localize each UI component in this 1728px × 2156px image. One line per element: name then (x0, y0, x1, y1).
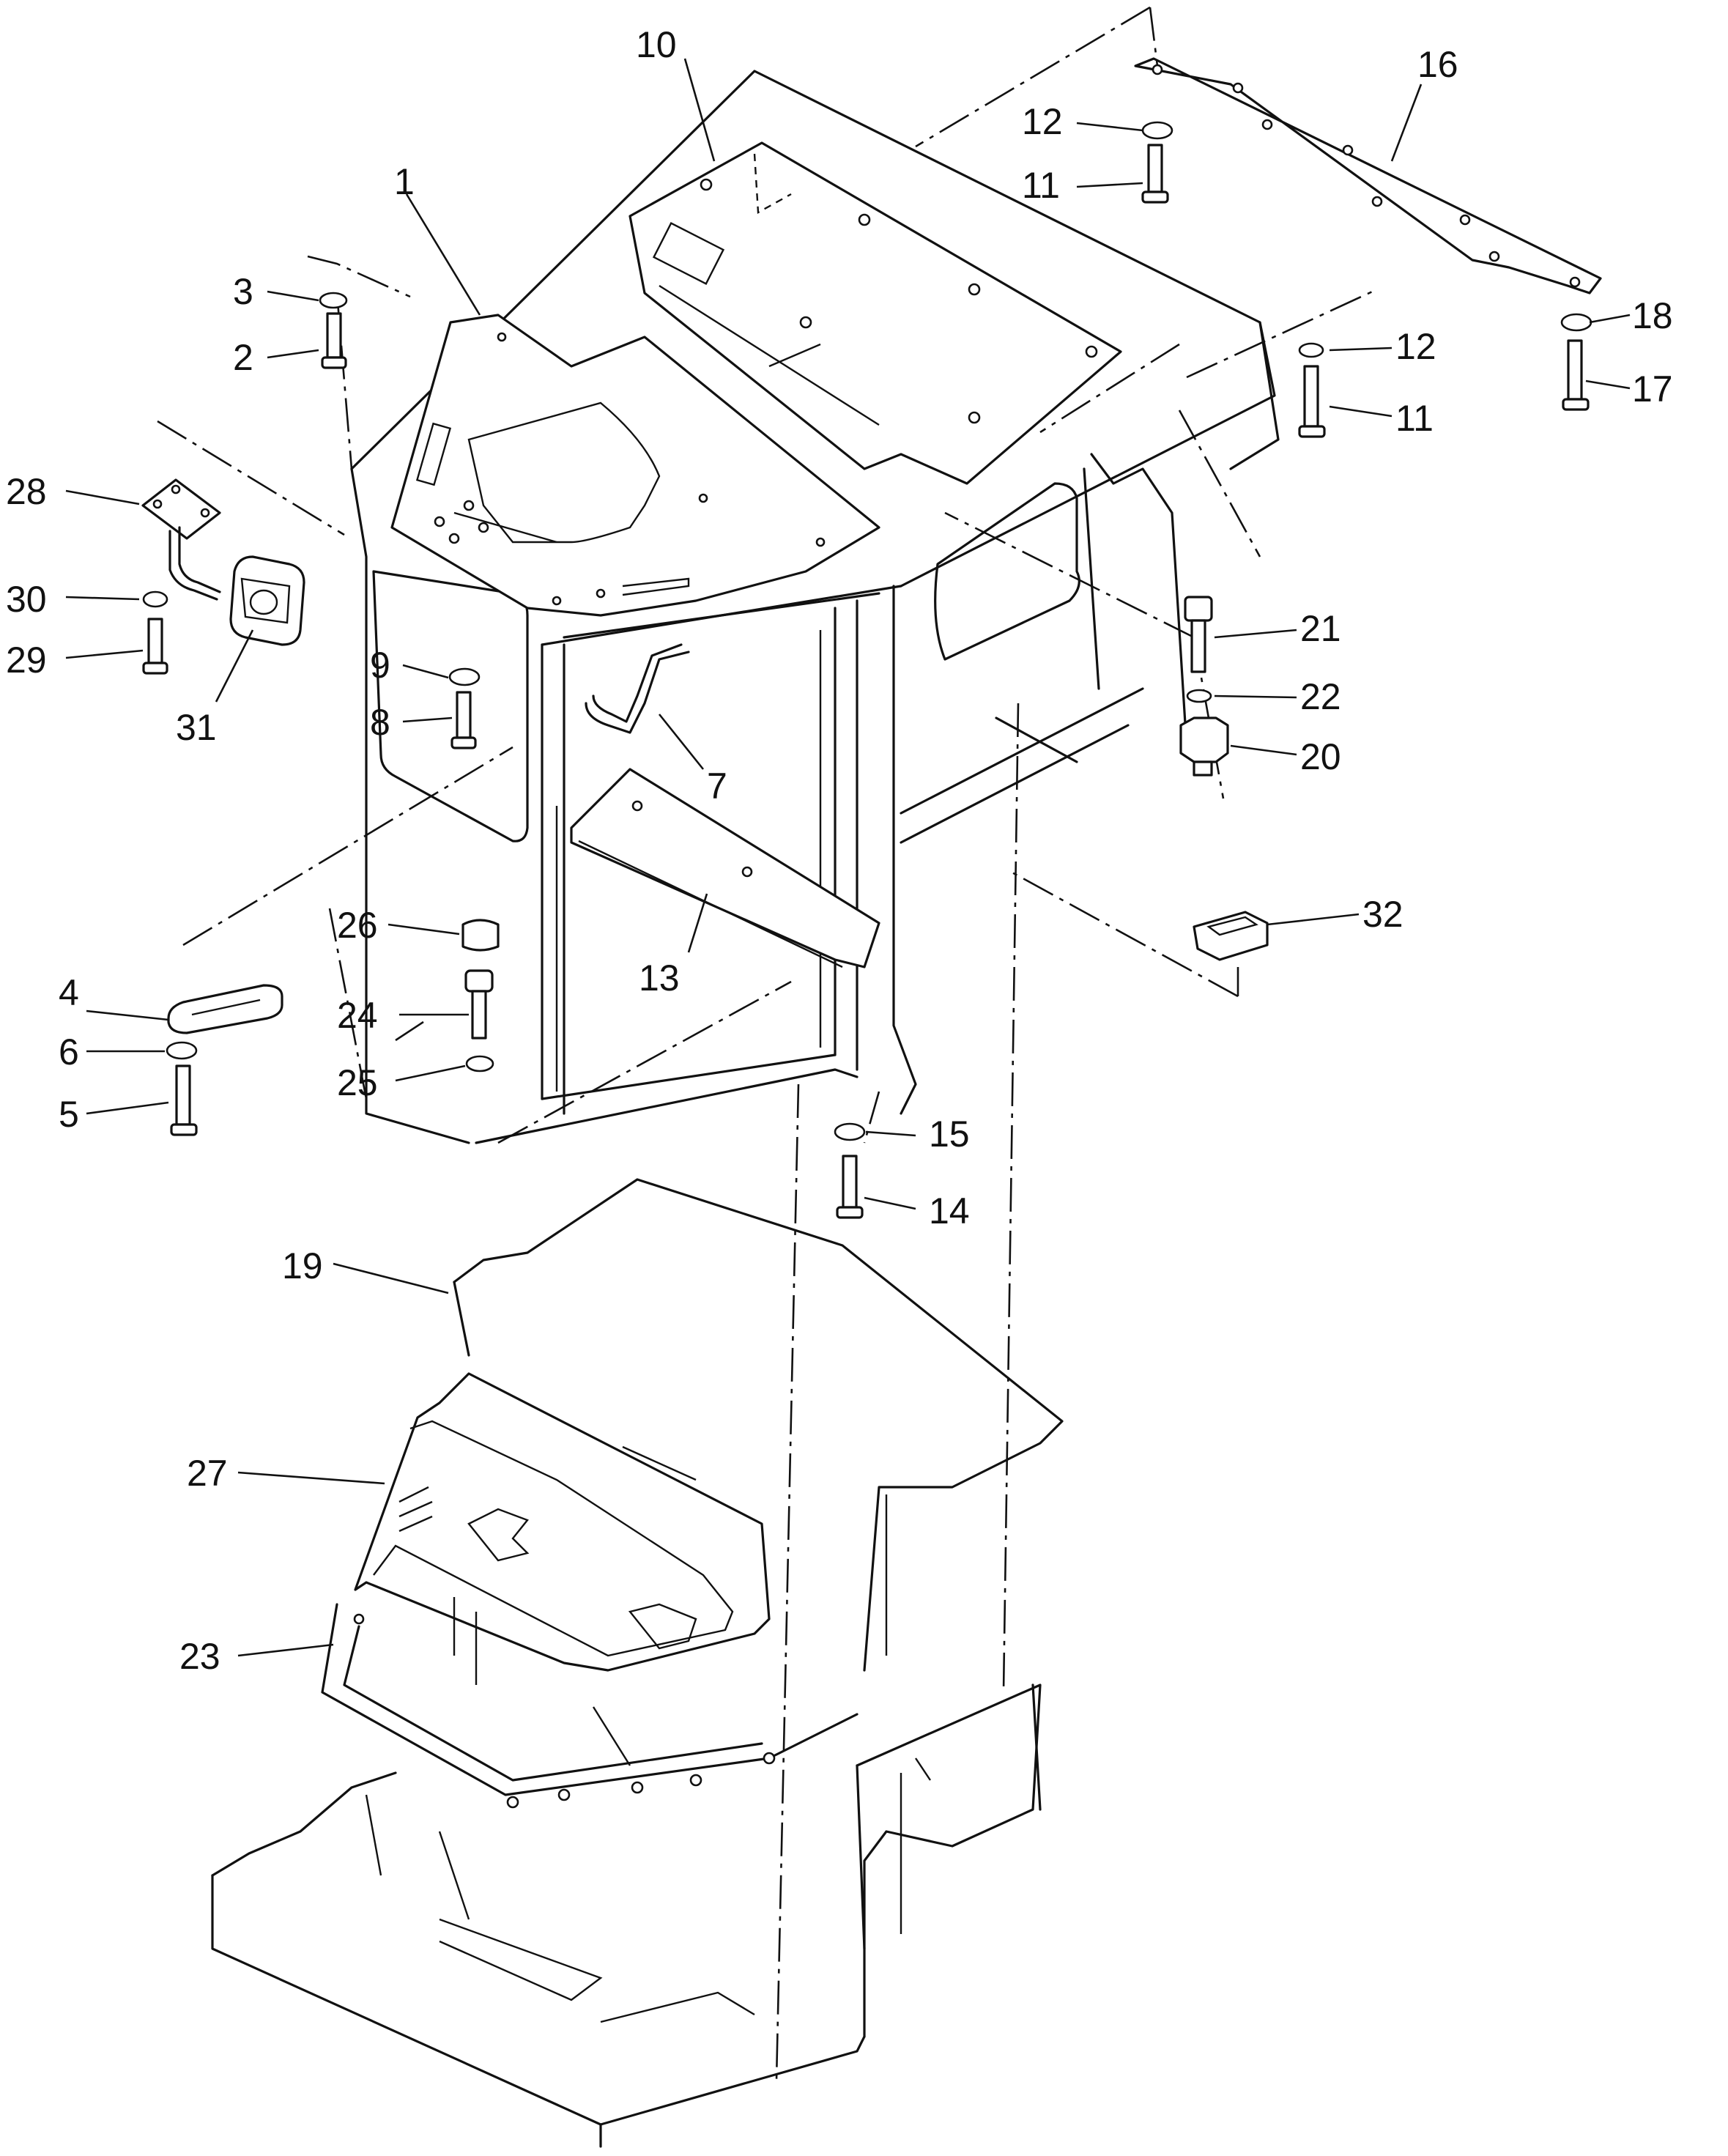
rear-bar (1134, 57, 1602, 294)
callout-19: 19 (282, 1245, 323, 1286)
callout-23: 23 (179, 1636, 220, 1677)
callout-8: 8 (370, 702, 390, 743)
cross-member (570, 768, 880, 968)
switch (1193, 911, 1269, 961)
mirror (229, 555, 305, 646)
callout-3: 3 (233, 271, 253, 312)
alignment-lines (157, 6, 1378, 2081)
callout-16: 16 (1417, 44, 1458, 85)
slotted-plate (167, 984, 283, 1034)
washer-30 (142, 590, 168, 608)
callout-7: 7 (707, 766, 727, 807)
bolt-11-right (1298, 342, 1326, 438)
washer-3 (319, 292, 348, 309)
leader-lines (65, 58, 1631, 1657)
grab-handle (585, 643, 690, 734)
callout-32: 32 (1362, 894, 1403, 935)
callout-13: 13 (639, 957, 680, 999)
roof-inner-plate (390, 314, 880, 617)
callout-15: 15 (929, 1114, 970, 1155)
callout-25: 25 (337, 1062, 378, 1103)
callout-24: 24 (337, 995, 378, 1036)
callout-10: 10 (636, 24, 677, 65)
callout-21: 21 (1300, 608, 1341, 649)
callout-20: 20 (1300, 736, 1341, 777)
washer-6 (166, 1041, 198, 1060)
callout-labels: 1 2 3 4 5 6 7 8 9 10 11 11 12 12 13 14 1… (6, 24, 1673, 1677)
callout-22: 22 (1300, 676, 1341, 717)
base-structure (211, 1683, 1042, 2148)
callout-17: 17 (1632, 368, 1673, 410)
callout-29: 29 (6, 640, 47, 681)
bolt-24 (464, 969, 494, 1073)
cap-26 (461, 919, 500, 952)
callout-28: 28 (6, 471, 47, 512)
callout-18: 18 (1632, 295, 1673, 336)
callout-6: 6 (59, 1031, 79, 1073)
callout-4: 4 (59, 972, 79, 1013)
callout-2: 2 (233, 337, 253, 378)
washer-18 (1560, 313, 1592, 332)
callout-27: 27 (187, 1453, 228, 1494)
callout-1: 1 (394, 161, 415, 202)
callout-5: 5 (59, 1094, 79, 1135)
callout-11-top: 11 (1022, 165, 1060, 206)
nut-20 (1179, 716, 1229, 777)
callout-31: 31 (176, 707, 217, 748)
floor-plate (354, 1372, 771, 1672)
callout-14: 14 (929, 1190, 970, 1231)
washer-12 (1141, 121, 1173, 140)
mirror-bracket (141, 478, 221, 601)
callout-26: 26 (337, 905, 378, 946)
roof-cover-plate (628, 141, 1122, 485)
callout-9: 9 (370, 645, 390, 686)
floor-mat (453, 1178, 1064, 1672)
bolt-21 (1184, 596, 1213, 703)
callout-11-right: 11 (1395, 398, 1434, 439)
callout-12-right: 12 (1395, 326, 1436, 367)
callout-30: 30 (6, 579, 47, 620)
callout-12-top: 12 (1022, 101, 1063, 142)
floor-frame (321, 1597, 859, 1809)
washer-15 (834, 1122, 866, 1141)
washer-9 (448, 667, 481, 686)
